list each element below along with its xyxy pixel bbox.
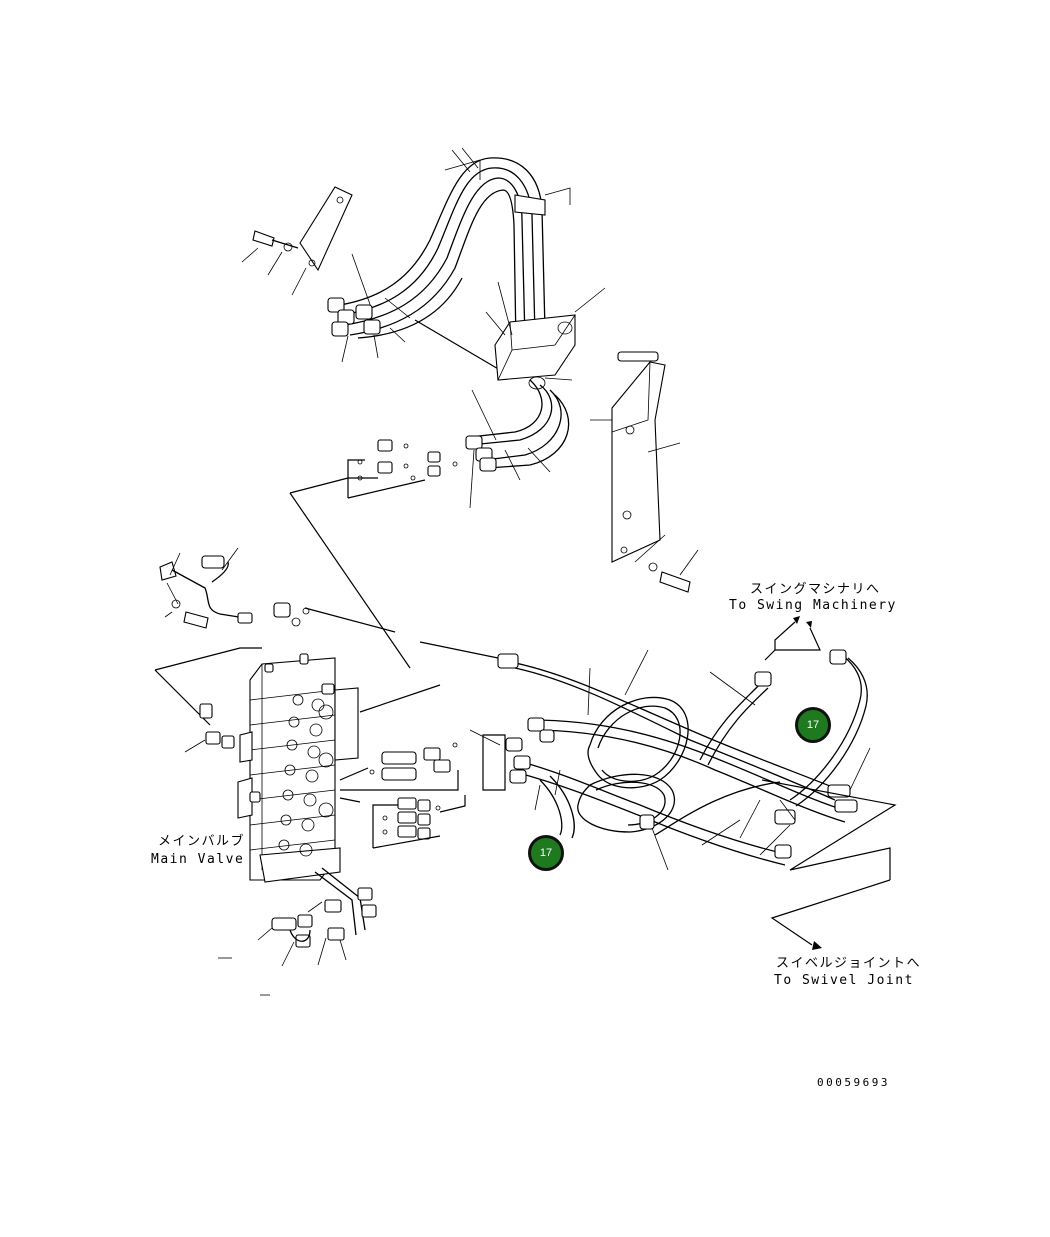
lower-hose-group [289,379,570,509]
upper-left-bracket [241,186,353,296]
main-valve-label-jp: メインバルブ [158,834,246,849]
swing-machinery-label-jp: スイングマシナリへ [750,582,881,597]
drawing-number: 00059693 [817,1076,890,1089]
main-valve-label-en: Main Valve [151,852,245,867]
left-small-piping [159,547,310,753]
middle-adapters [339,742,466,849]
upper-hose-bundle [327,147,571,371]
swing-arrows [764,616,821,661]
callout-badge[interactable]: 17 [795,707,831,743]
swing-machinery-label-en: To Swing Machinery [729,598,897,613]
swivel-joint-label-jp: スイベルジョイントへ [776,956,922,971]
callout-badge[interactable]: 17 [528,835,564,871]
swivel-arrow [770,879,891,950]
swivel-joint-label-en: To Swivel Joint [774,973,914,988]
main-hose-bundle [469,649,897,880]
main-valve-assembly [237,653,359,883]
valve-ports [249,653,335,857]
right-upright-bracket [590,351,699,593]
middle-block-bracket [485,281,606,390]
valve-lower-fittings [218,867,377,996]
